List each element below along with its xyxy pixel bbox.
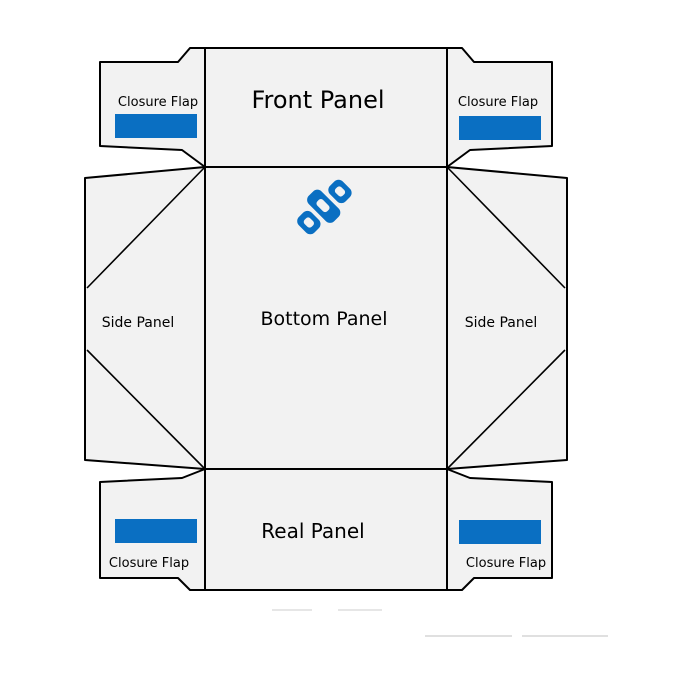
closure-flap-bottom-right-label: Closure Flap [466, 556, 546, 571]
bottom-panel-label: Bottom Panel [261, 308, 388, 330]
fold-line-left-upper [86, 166, 206, 289]
closure-flap-strip-top-right [459, 116, 541, 140]
closure-flap-bottom-left-label: Closure Flap [109, 556, 189, 571]
closure-flap-top-left-label: Closure Flap [118, 95, 198, 110]
rear-panel-label: Real Panel [261, 519, 364, 543]
closure-flap-top-right-label: Closure Flap [458, 95, 538, 110]
side-panel-left-label: Side Panel [102, 315, 175, 331]
brand-logo-icon [297, 179, 352, 235]
fold-line-right-upper [446, 166, 566, 289]
closure-flap-strip-bottom-right [459, 520, 541, 544]
closure-flap-strip-bottom-left [115, 519, 197, 543]
closure-flap-strip-top-left [115, 114, 197, 138]
rear-panel [204, 468, 448, 591]
side-panel-right-label: Side Panel [465, 315, 538, 331]
fold-line-left-lower [86, 349, 206, 470]
front-panel [204, 47, 448, 168]
front-panel-label: Front Panel [251, 86, 384, 114]
fold-line-right-lower [446, 349, 566, 470]
